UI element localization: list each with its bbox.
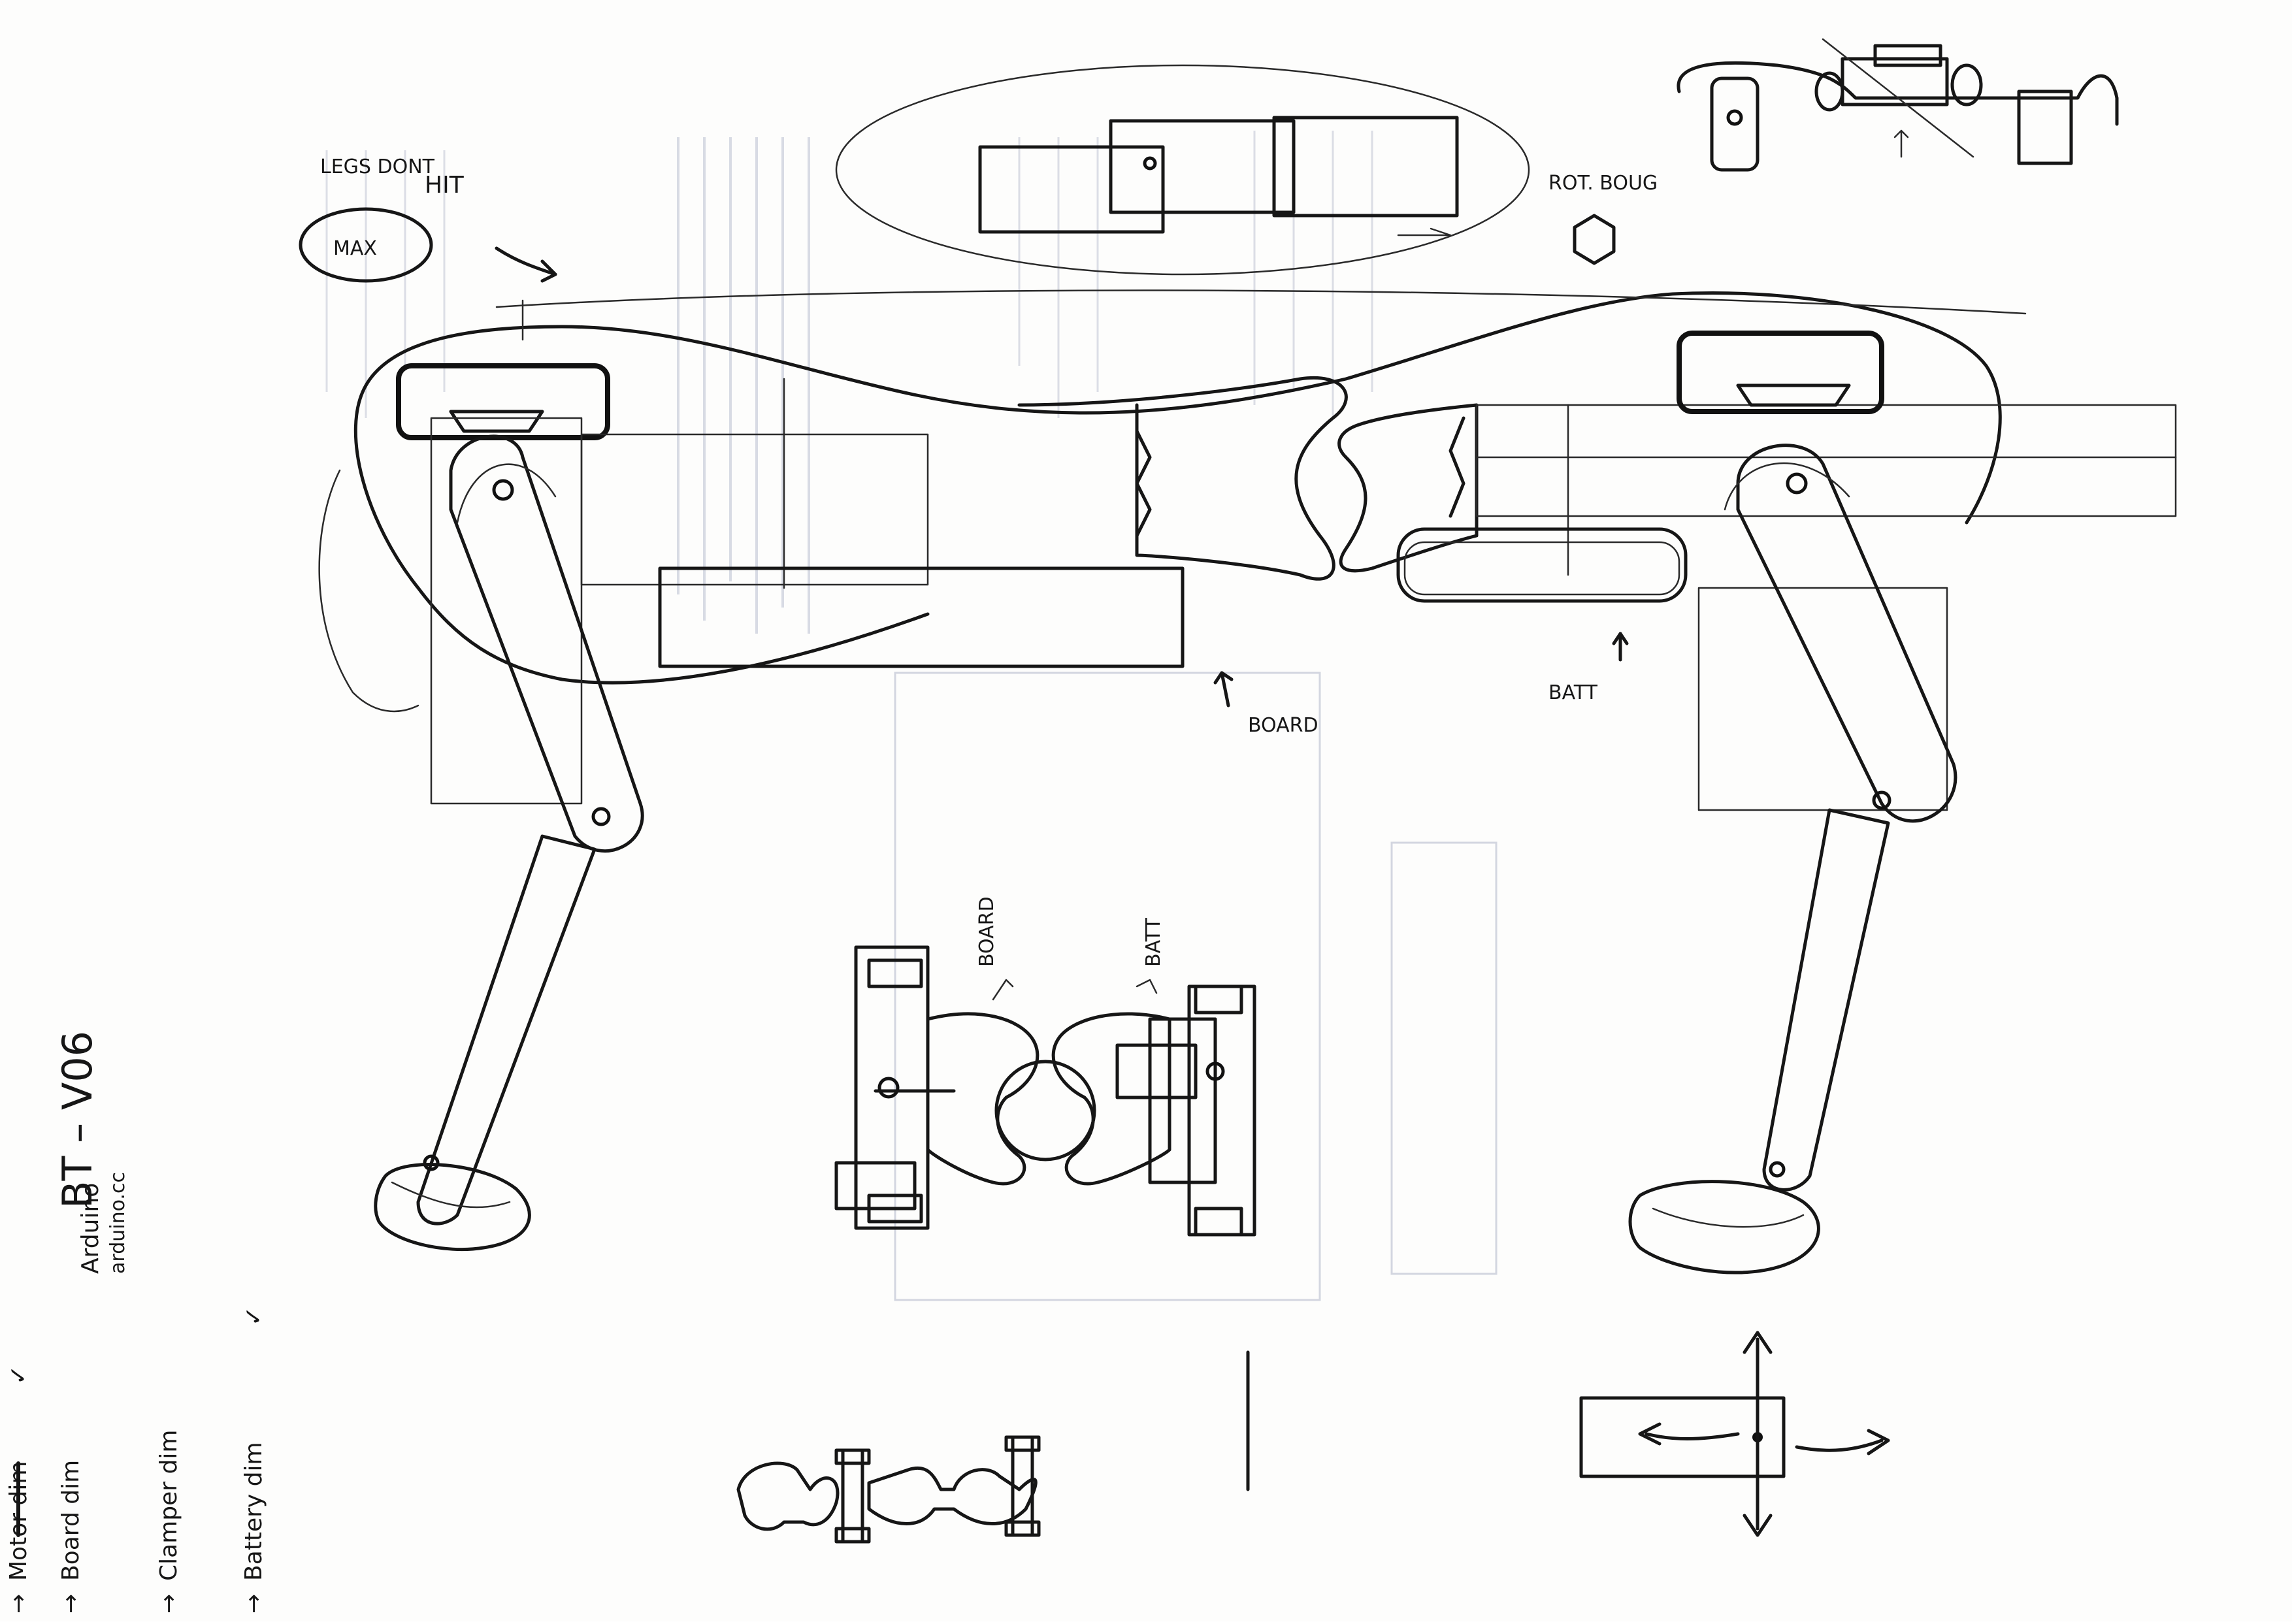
battery-bar-left [658,566,1185,668]
front-thigh [449,434,644,853]
subtitle-line-1: Arduino [77,1183,104,1274]
board-label: BOARD [1248,714,1318,737]
checkmark-icon: ✓ [240,1307,267,1326]
document-title: BT – V06 [54,1031,101,1209]
front-leg [374,434,644,1252]
rear-body-tube [1475,404,2177,517]
checklist: → Motor dim ✓ → Board dim → Clamper dim … [5,1307,267,1614]
flat-top-view [736,1435,1041,1544]
rotation-label: ROT. BOUG [1548,172,1658,195]
max-label: MAX [333,237,377,260]
checkmark-icon: ✓ [5,1365,32,1385]
checklist-item-clamper: → Clamper dim [156,1430,182,1614]
checklist-text-battery: Battery dim [240,1442,267,1581]
batt-label: BATT [1548,681,1598,704]
motion-diagram [1579,1331,1890,1537]
checklist-item-board: → Board dim [57,1460,84,1614]
front-motor-housing [396,363,610,440]
legs-note-line1: LEGS DONT [320,155,435,178]
top-board-label: BOARD [975,896,998,967]
spine-clamp-right [1337,403,1479,573]
bleed-through-ghost [325,131,1498,1301]
robot-top-view [834,945,1256,1237]
checklist-text-clamper: Clamper dim [156,1430,182,1581]
battery-pack-rear [1396,527,1688,603]
rear-shin [1762,808,1890,1192]
checklist-text-board: Board dim [57,1460,84,1581]
hexagon-icon [1573,214,1616,265]
rear-foot [1628,1180,1820,1275]
robot-side-view [318,289,2177,811]
spine-clamp-left [1017,376,1348,581]
checklist-bullet: → [5,1594,32,1614]
checklist-item-battery: → Battery dim ✓ [240,1307,267,1614]
front-shin [416,834,597,1226]
checklist-bullet: → [156,1594,182,1614]
body-outline [353,291,2002,685]
rear-thigh [1736,444,1957,823]
rear-leg [1628,444,1957,1275]
rear-motor-housing [1677,331,1884,414]
hip-detail-sketch [1677,38,2119,172]
subtitle-line-2: arduino.cc [106,1172,129,1274]
top-batt-label: BATT [1142,917,1165,967]
max-bubble [299,207,433,283]
legs-note-line2: HIT [425,172,465,199]
arrow-icon [495,246,1629,707]
checklist-item-motor: → Motor dim ✓ [5,1365,32,1614]
checklist-bullet: → [240,1594,267,1614]
front-foot [374,1163,531,1252]
checklist-bullet: → [57,1594,84,1614]
clamp-detail-oval [835,64,1530,276]
